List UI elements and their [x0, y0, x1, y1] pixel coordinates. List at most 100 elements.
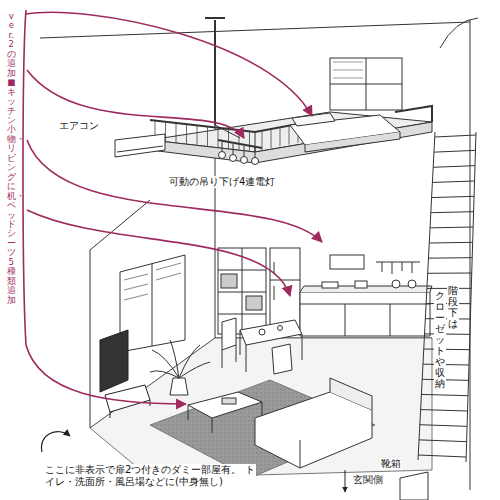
dining-set-part [278, 326, 283, 331]
kitchen-counter-part [300, 292, 430, 336]
tv-part [100, 330, 128, 392]
tv-part [105, 385, 150, 412]
stair-step [429, 242, 472, 244]
pendant-lamp-part [218, 140, 262, 148]
left-window [120, 255, 185, 352]
plant-part [170, 378, 188, 395]
loft-bed [290, 113, 400, 152]
stair-step [429, 257, 473, 258]
kitchen-counter-part [392, 280, 400, 288]
pendant-lamp-part [230, 155, 237, 162]
stair-step [435, 135, 476, 137]
stair-step [434, 150, 475, 152]
dining-set-part [222, 318, 236, 350]
kitchen-window-part [330, 255, 364, 269]
stairs-part [418, 132, 435, 460]
stair-step [424, 333, 469, 334]
aircon-part [117, 146, 163, 152]
shelf-part [246, 296, 262, 310]
loft-bed-part [292, 113, 335, 126]
upper-window-part [330, 58, 402, 110]
pendant-lamp-part [219, 152, 226, 159]
stair-step [419, 440, 467, 442]
coffee-table-part [222, 398, 236, 404]
rail-post [186, 125, 187, 144]
sofa-part [330, 378, 372, 410]
room-walls [40, 18, 478, 490]
floor [90, 338, 432, 478]
stair-step [430, 227, 473, 229]
upper-window [330, 58, 402, 110]
annotation-label: 靴箱 [380, 458, 402, 470]
pendant-lamp-part [205, 17, 225, 19]
annotation-label: 玄関側 [352, 474, 384, 486]
stair-step [432, 196, 474, 197]
left-window-part [120, 255, 185, 352]
stairs-part [418, 135, 476, 457]
dining-set-part [259, 329, 265, 335]
annotation-label: 可動の吊り下げ4連電灯 [168, 176, 276, 188]
dining-set-part [240, 320, 302, 345]
vertical-note: クローゼットや収納 [434, 290, 446, 389]
sofa-part [255, 410, 372, 468]
stair-step [420, 410, 467, 411]
sofa [255, 378, 372, 468]
pendant-lamp-part [252, 158, 259, 165]
stairs [418, 132, 476, 462]
rail-post [249, 132, 250, 151]
loft-part [395, 106, 432, 122]
note-arrows-part [27, 210, 290, 296]
stair-step [424, 349, 470, 351]
room-walls-part [440, 18, 478, 48]
room-walls-part [40, 22, 470, 38]
plant [150, 340, 210, 395]
pendant-lamp-part [222, 142, 255, 158]
coffee-table-part [188, 392, 262, 418]
dining-set [222, 318, 302, 374]
kitchen-counter [300, 280, 432, 336]
shoe-box-part [400, 472, 428, 500]
hidden-room-arrow-part [41, 432, 70, 452]
note-arrows-part [23, 10, 26, 345]
coffee-table [188, 392, 262, 433]
sofa-part [300, 440, 301, 468]
rail-post [289, 126, 290, 145]
room-walls-part [90, 200, 150, 250]
kitchen-counter-part [408, 280, 416, 288]
vertical-note: 階段下は [447, 285, 459, 329]
upper-window-part [330, 58, 402, 110]
vertical-note: ver.2の追加■キッチン小物・リビングに机・ベッドシーツ5種類追加 [7, 12, 16, 305]
stair-step [431, 212, 474, 213]
loft-bed-part [305, 132, 400, 152]
upper-window-part [333, 62, 363, 78]
dining-set-part [222, 345, 236, 368]
kitchen-counter-part [322, 282, 338, 288]
loft [150, 106, 432, 163]
stair-step [433, 166, 475, 168]
rail-post [197, 126, 198, 145]
kitchen-window [330, 255, 420, 274]
stair-step [420, 425, 467, 427]
left-window-part [152, 264, 153, 346]
note-arrows-part [27, 70, 244, 138]
kitchen-counter-part [355, 281, 367, 288]
hidden-room-arrow [41, 432, 70, 452]
dining-set-part [240, 330, 302, 372]
aircon-part [115, 134, 165, 157]
rail-post [271, 129, 272, 148]
shoe-box [400, 472, 428, 500]
annotation-label: エアコン [58, 120, 100, 132]
stair-step [428, 273, 472, 274]
room-walls-part [470, 20, 471, 490]
coffee-table-part [188, 402, 262, 433]
note-arrows-part [26, 345, 186, 404]
shelf-part [221, 274, 237, 288]
stair-step [418, 455, 466, 457]
stair-step [421, 394, 468, 395]
pendant-lamp-part [241, 157, 248, 164]
annotation-label: ここに非表示で扉2つ付きのダミー部屋有。 トイレ・洗面所・風呂場などに(中身無し… [44, 464, 256, 488]
entrance-arrow-part [345, 470, 346, 492]
pendant-lamp [205, 18, 262, 165]
aircon [115, 134, 165, 157]
